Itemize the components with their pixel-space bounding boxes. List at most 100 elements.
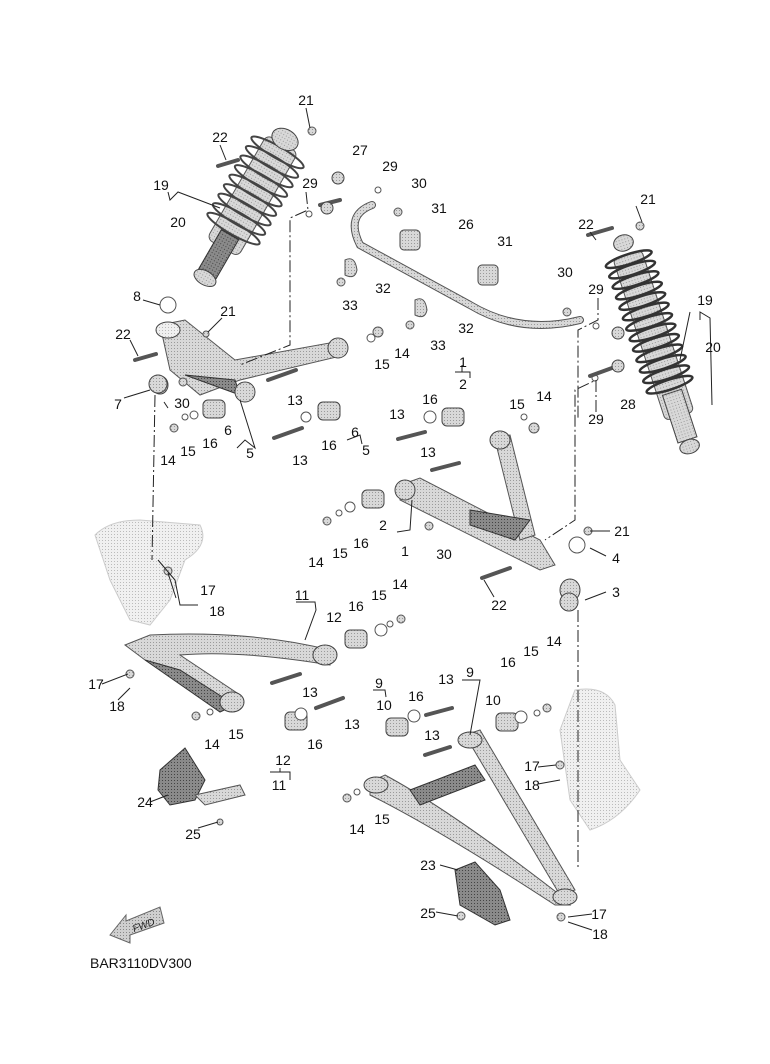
callout-23: 23 — [420, 857, 436, 873]
knuckle-left — [94, 519, 204, 626]
callout-22: 22 — [578, 216, 594, 232]
callout-6: 6 — [224, 422, 232, 438]
upper-arm-left — [151, 319, 349, 403]
callout-13: 13 — [420, 444, 436, 460]
callout-18: 18 — [209, 603, 225, 619]
callout-30: 30 — [411, 175, 427, 191]
callout-30: 30 — [174, 395, 190, 411]
callout-18: 18 — [524, 777, 540, 793]
callout-15: 15 — [180, 443, 196, 459]
washers-nuts — [125, 126, 645, 922]
callout-13: 13 — [287, 392, 303, 408]
callout-15: 15 — [509, 396, 525, 412]
stabilizer-bar — [344, 201, 584, 329]
callout-16: 16 — [500, 654, 516, 670]
callout-13: 13 — [344, 716, 360, 732]
callout-25: 25 — [185, 826, 201, 842]
callout-5: 5 — [246, 445, 254, 461]
callout-4: 4 — [612, 550, 620, 566]
callout-32: 32 — [458, 320, 474, 336]
callout-29: 29 — [382, 158, 398, 174]
callout-30: 30 — [557, 264, 573, 280]
callout-13: 13 — [438, 671, 454, 687]
callout-8: 8 — [133, 288, 141, 304]
callout-31: 31 — [497, 233, 513, 249]
callout-16: 16 — [321, 437, 337, 453]
callout-19: 19 — [153, 177, 169, 193]
callout-15: 15 — [523, 643, 539, 659]
callout-16: 16 — [202, 435, 218, 451]
callout-28: 28 — [620, 396, 636, 412]
callout-7: 7 — [114, 396, 122, 412]
callout-15: 15 — [332, 545, 348, 561]
callout-14: 14 — [546, 633, 562, 649]
callout-22: 22 — [491, 597, 507, 613]
callout-33: 33 — [342, 297, 358, 313]
lower-arm-left — [123, 633, 338, 713]
callout-12: 12 — [326, 609, 342, 625]
callout-14: 14 — [160, 452, 176, 468]
upper-arm-right — [394, 430, 581, 602]
callout-17: 17 — [591, 906, 607, 922]
callout-21: 21 — [220, 303, 236, 319]
diagram-code: BAR3110DV300 — [90, 955, 192, 971]
callout-11: 11 — [271, 777, 287, 793]
callout-16: 16 — [422, 391, 438, 407]
callout-14: 14 — [349, 821, 365, 837]
callout-21: 21 — [640, 191, 656, 207]
callout-14: 14 — [392, 576, 408, 592]
callout-33: 33 — [430, 337, 446, 353]
callout-9: 9 — [375, 675, 383, 691]
callout-13: 13 — [292, 452, 308, 468]
callout-16: 16 — [353, 535, 369, 551]
callout-17: 17 — [88, 676, 104, 692]
callout-22: 22 — [115, 326, 131, 342]
end-links — [320, 171, 625, 373]
callout-15: 15 — [374, 356, 390, 372]
callout-13: 13 — [389, 406, 405, 422]
callout-2: 2 — [379, 517, 387, 533]
callout-20: 20 — [170, 214, 186, 230]
callout-16: 16 — [348, 598, 364, 614]
callout-21: 21 — [298, 92, 314, 108]
callout-10: 10 — [485, 692, 501, 708]
callout-18: 18 — [109, 698, 125, 714]
leader-lines — [101, 107, 713, 931]
callout-13: 13 — [424, 727, 440, 743]
callout-10: 10 — [376, 697, 392, 713]
callout-24: 24 — [137, 794, 153, 810]
callout-14: 14 — [536, 388, 552, 404]
callout-15: 15 — [228, 726, 244, 742]
callout-15: 15 — [371, 587, 387, 603]
callout-29: 29 — [302, 175, 318, 191]
callout-25: 25 — [420, 905, 436, 921]
callout-17: 17 — [524, 758, 540, 774]
callout-9: 9 — [466, 664, 474, 680]
forward-direction-arrow: FWD — [109, 906, 165, 944]
callout-29: 29 — [588, 411, 604, 427]
callout-6: 6 — [351, 424, 359, 440]
callout-26: 26 — [458, 216, 474, 232]
callout-2: 2 — [459, 376, 467, 392]
shock-absorber-right — [604, 234, 700, 455]
callout-14: 14 — [204, 736, 220, 752]
guard-23 — [455, 862, 511, 926]
callout-14: 14 — [308, 554, 324, 570]
callout-1: 1 — [401, 543, 409, 559]
callout-18: 18 — [592, 926, 608, 942]
callout-29: 29 — [588, 281, 604, 297]
callout-31: 31 — [431, 200, 447, 216]
lower-arm-right — [363, 729, 578, 906]
callout-13: 13 — [302, 684, 318, 700]
callout-16: 16 — [408, 688, 424, 704]
callout-5: 5 — [362, 442, 370, 458]
knuckle-right — [559, 688, 641, 831]
callout-1: 1 — [459, 354, 467, 370]
callout-30: 30 — [436, 546, 452, 562]
callout-21: 21 — [614, 523, 630, 539]
callout-16: 16 — [307, 736, 323, 752]
callout-27: 27 — [352, 142, 368, 158]
callout-3: 3 — [612, 584, 620, 600]
callout-17: 17 — [200, 582, 216, 598]
